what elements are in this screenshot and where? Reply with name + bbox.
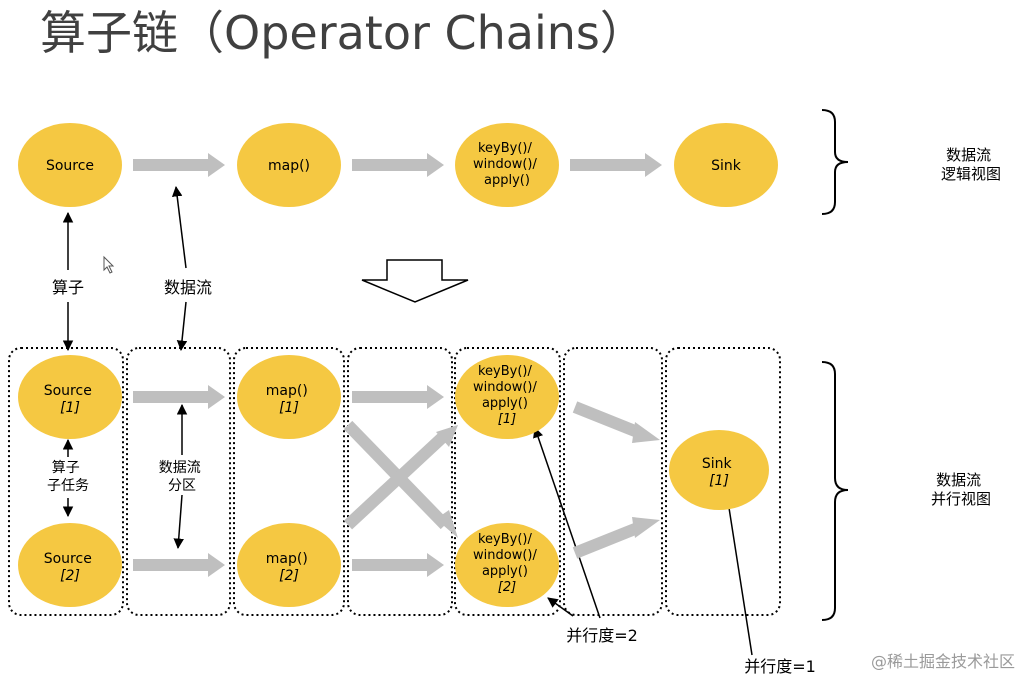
- source-1-node: Source [1]: [18, 355, 122, 439]
- svg-text:map() [1]: map() [1]: [266, 383, 312, 416]
- logical-view: Source map() keyBy()/ window()/ apply() …: [18, 109, 1001, 215]
- parallelism-2-label: 并行度=2: [566, 626, 638, 645]
- merge-arrowhead: [632, 422, 660, 443]
- sink-1-node: Sink [1]: [669, 430, 769, 510]
- parallel-view-label: 数据流: [936, 471, 981, 489]
- cross-arrowhead: [436, 425, 458, 447]
- task-slot-boxes: [8, 347, 781, 616]
- watermark: @稀土掘金技术社区: [870, 652, 1015, 671]
- task-box: [454, 347, 561, 616]
- merge-arrow: [572, 521, 643, 559]
- task-box: [563, 347, 663, 616]
- page-title: 算子链（Operator Chains）: [40, 6, 646, 60]
- parallel-flow-arrows: [133, 385, 660, 577]
- flow-arrow: [352, 153, 444, 177]
- subtask-annotation: 算子 子任务: [47, 460, 89, 494]
- svg-text:keyBy()/ window()/: keyBy()/ window()/ apply(): [473, 141, 541, 188]
- task-box: [233, 347, 345, 616]
- mouse-cursor-icon: [103, 255, 115, 274]
- svg-text:keyBy()/ window()/: keyBy()/ window()/ apply() [1]: [473, 364, 541, 427]
- svg-text:数据流 并行视图: 数据流 并行视图: [931, 471, 991, 508]
- svg-text:Source [1]: Source [1]: [44, 383, 97, 416]
- flow-arrow: [352, 553, 444, 577]
- svg-text:Source: Source: [46, 158, 94, 174]
- svg-text:keyBy()/ window()/: keyBy()/ window()/ apply() [2]: [473, 532, 541, 595]
- operator-annotation: 算子: [52, 278, 84, 297]
- flow-arrow: [133, 553, 225, 577]
- dataflow-annotation: 数据流: [164, 278, 212, 297]
- map-1-node: map() [1]: [237, 355, 341, 439]
- svg-text:map(): map(): [268, 158, 310, 174]
- logical-sink-node: Sink: [674, 123, 778, 207]
- logical-bracket: [821, 109, 849, 215]
- source-2-node: Source [2]: [18, 523, 122, 607]
- svg-text:Sink [1]: Sink [1]: [702, 456, 736, 489]
- flow-arrow: [133, 385, 225, 409]
- keyby-1-node: keyBy()/ window()/ apply() [1]: [455, 355, 559, 439]
- merge-arrow: [572, 401, 643, 439]
- flow-arrow: [133, 153, 225, 177]
- task-box: [347, 347, 453, 616]
- svg-text:Sink: Sink: [711, 158, 742, 174]
- transform-down-arrow: [361, 259, 469, 303]
- logical-view-label: 数据流: [946, 146, 991, 164]
- task-box: [665, 347, 781, 616]
- logical-view-label: 逻辑视图: [941, 165, 1001, 183]
- parallel-view-label: 并行视图: [931, 490, 991, 508]
- logical-map-node: map(): [237, 123, 341, 207]
- logical-keyby-node: keyBy()/ window()/ apply(): [455, 123, 559, 207]
- svg-text:数据流 逻辑视图: 数据流 逻辑视图: [941, 146, 1001, 183]
- keyby-2-node: keyBy()/ window()/ apply() [2]: [455, 523, 559, 607]
- task-box: [8, 347, 124, 616]
- logical-source-node: Source: [18, 123, 122, 207]
- svg-text:map() [2]: map() [2]: [266, 551, 312, 584]
- flow-arrow: [570, 153, 662, 177]
- parallelism-1-label: 并行度=1: [744, 657, 816, 676]
- parallel-bracket: [821, 361, 849, 621]
- flow-arrow: [352, 385, 444, 409]
- merge-arrowhead: [632, 517, 660, 538]
- parallel-view: Source [1] Source [2] map() [1] map() [2…: [8, 347, 991, 676]
- map-2-node: map() [2]: [237, 523, 341, 607]
- svg-text:Source [2]: Source [2]: [44, 551, 97, 584]
- annotation-arrows: [62, 185, 753, 656]
- cross-arrowhead: [436, 510, 458, 538]
- cross-arrow: [343, 430, 450, 530]
- logical-flow-arrows: [133, 153, 662, 177]
- partition-annotation: 数据流 分区: [159, 460, 205, 494]
